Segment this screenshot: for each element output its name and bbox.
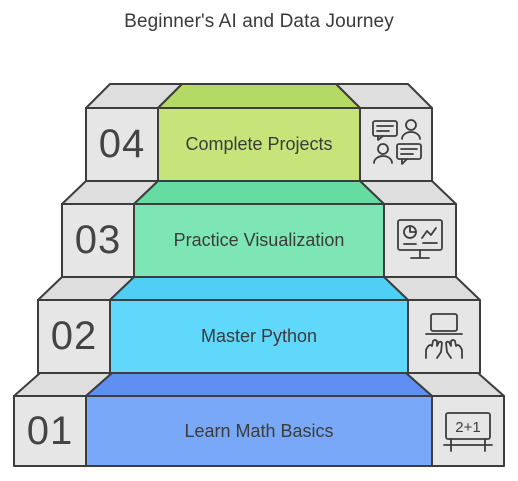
step-1-number: 01 <box>26 408 74 453</box>
page-title: Beginner's AI and Data Journey <box>124 11 394 32</box>
dashboard-monitor-icon <box>397 219 443 259</box>
math-board-text: 2+1 <box>455 419 480 436</box>
step-2-center-face <box>109 299 409 374</box>
step-1-left-face <box>13 395 87 467</box>
step-2-block <box>37 276 481 374</box>
step-2-center-top <box>109 276 409 301</box>
step-3-center-face <box>133 203 385 278</box>
math-board-icon <box>443 412 493 452</box>
step-1-block <box>13 372 505 467</box>
step-1-center-top <box>85 372 433 397</box>
step-1-center-face <box>85 395 433 467</box>
step-3-right-face <box>383 203 457 278</box>
step-3-label: Practice Visualization <box>173 230 345 250</box>
step-1-right-face <box>431 395 505 467</box>
step-4-center-top <box>157 83 361 109</box>
step-2-number: 02 <box>50 314 98 358</box>
step-2-label: Master Python <box>200 326 318 346</box>
step-2-left-face <box>37 299 111 374</box>
step-3-center-top <box>133 180 385 205</box>
step-3-left-face <box>61 203 135 278</box>
step-4-center-face <box>157 107 361 182</box>
step-4-block <box>85 83 433 182</box>
step-3-block <box>61 180 457 278</box>
step-4-left-face <box>85 107 159 182</box>
laptop-hands-icon <box>425 313 463 359</box>
step-4-label: Complete Projects <box>185 134 333 154</box>
team-chat-icon <box>372 119 422 165</box>
step-1-label: Learn Math Basics <box>184 420 334 441</box>
step-3-number: 03 <box>74 218 122 262</box>
step-2-right-face <box>407 299 481 374</box>
step-4-number: 04 <box>98 122 146 166</box>
